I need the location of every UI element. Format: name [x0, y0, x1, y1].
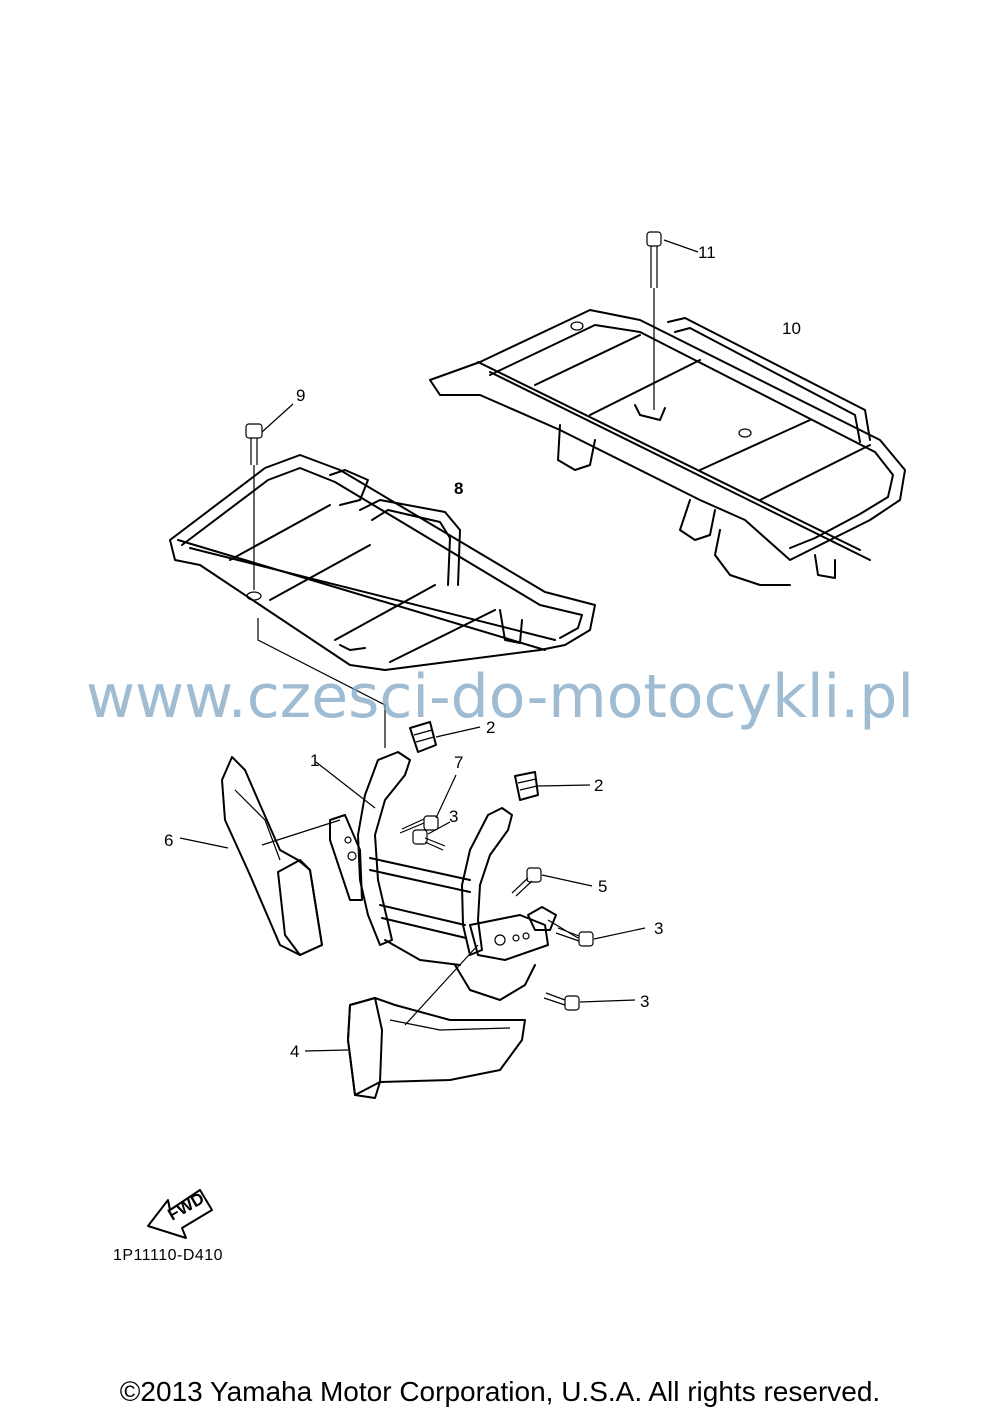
callout-11: 11 [698, 243, 716, 262]
fwd-arrow-icon: FWD [147, 1189, 213, 1239]
bolts-3 [412, 821, 646, 1011]
side-guard-4 [304, 944, 526, 1099]
side-guard-6 [179, 756, 341, 956]
callout-numbers: 11 10 9 8 2 1 7 2 3 6 5 3 3 4 [164, 243, 801, 1061]
screw-7 [399, 774, 457, 834]
screw-5 [511, 867, 593, 897]
callout-3a: 3 [449, 807, 458, 826]
callout-8: 8 [454, 479, 463, 498]
callout-5: 5 [598, 877, 607, 896]
front-guard [315, 751, 549, 1001]
callout-2a: 2 [486, 718, 495, 737]
callout-3b: 3 [654, 919, 663, 938]
grommets [409, 721, 591, 801]
fwd-label: FWD [165, 1189, 208, 1225]
bolt-9 [245, 403, 386, 748]
copyright-notice: ©2013 Yamaha Motor Corporation, U.S.A. A… [119, 1376, 881, 1407]
callout-1: 1 [310, 751, 319, 770]
callout-2b: 2 [594, 776, 603, 795]
callout-10: 10 [782, 319, 801, 338]
callout-7: 7 [454, 753, 463, 772]
diagram-code: 1P11110-D410 [113, 1247, 224, 1264]
watermark-text: www.czesci-do-motocykli.pl [85, 662, 915, 732]
callout-4: 4 [290, 1042, 299, 1061]
callout-6: 6 [164, 831, 173, 850]
callout-3c: 3 [640, 992, 649, 1011]
callout-9: 9 [296, 386, 305, 405]
rear-carrier [429, 309, 906, 586]
front-carrier [169, 454, 596, 671]
bolt-11 [646, 231, 699, 410]
